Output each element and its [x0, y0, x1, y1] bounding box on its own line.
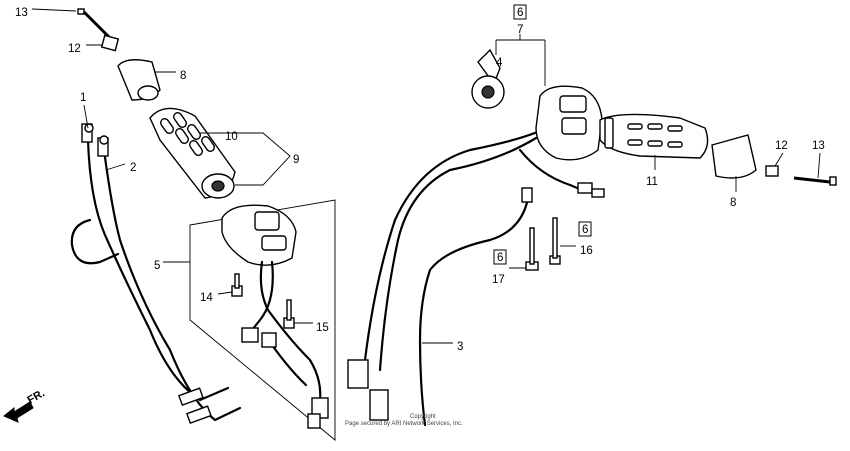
callout-c3: 3: [457, 341, 463, 353]
callout-c2: 2: [130, 162, 136, 174]
copyright-line: Copyright: [410, 414, 436, 420]
grip-end-weight-8-left: [117, 59, 161, 101]
callout-c8b: 8: [730, 197, 736, 209]
collar-12-right: [765, 165, 779, 177]
collar-12-left: [100, 34, 120, 52]
left-switch-wiring: [241, 260, 329, 429]
callout-labels: 13 12 8 1 10 9 2 5 14 15 3 7 4 11 12 13 8 16 17: [15, 7, 825, 353]
callout-c4: 4: [496, 57, 503, 69]
bolt-13-right: [793, 176, 837, 186]
svg-text:6: 6: [582, 224, 588, 236]
callout-c9: 9: [293, 154, 299, 166]
callout-c15: 15: [316, 322, 329, 334]
boxed-callout-b6c: 6: [493, 249, 507, 265]
callout-c11: 11: [646, 176, 658, 188]
callout-c10: 10: [225, 131, 238, 143]
screw-15: [283, 299, 295, 329]
callout-c8a: 8: [180, 70, 186, 82]
callout-c17: 17: [492, 274, 505, 286]
grip-10: [149, 107, 236, 199]
callout-c1: 1: [80, 92, 86, 104]
boxed-callout-b6b: 6: [578, 221, 592, 237]
cable-3: [418, 187, 533, 427]
left-switch-bracket-box: [189, 199, 336, 441]
left-switch-housing: [221, 204, 297, 266]
copyright-line: Page secured by ARI Network Services, In…: [345, 421, 463, 427]
direction-label: FR.: [26, 387, 47, 406]
grip-end-weight-8-right: [711, 134, 757, 179]
screw-14: [231, 273, 243, 297]
callout-c14: 14: [200, 292, 213, 304]
right-switch-wiring: [347, 128, 605, 421]
front-direction-arrow: FR.: [3, 387, 47, 423]
bolt-13-left: [77, 8, 114, 42]
right-switch-housing-7: [535, 85, 603, 161]
boxed-callout-labels: 6 6 6: [493, 4, 592, 265]
callout-c13b: 13: [812, 140, 825, 152]
bolt-16: [549, 217, 561, 265]
boxed-callout-b6a: 6: [513, 4, 527, 20]
callout-c12b: 12: [775, 140, 788, 152]
throttle-grip-11: [599, 113, 709, 159]
bolt-17: [525, 227, 539, 271]
callout-c16: 16: [580, 245, 593, 257]
throttle-pulley-4: [471, 48, 505, 109]
leader-lines: [31, 8, 821, 344]
callout-c12a: 12: [68, 43, 81, 55]
callout-c5: 5: [154, 260, 160, 272]
callout-c13a: 13: [15, 7, 28, 19]
svg-text:6: 6: [497, 252, 503, 264]
throttle-cables: [70, 123, 242, 425]
callout-c7: 7: [517, 24, 523, 36]
svg-text:6: 6: [517, 7, 523, 19]
